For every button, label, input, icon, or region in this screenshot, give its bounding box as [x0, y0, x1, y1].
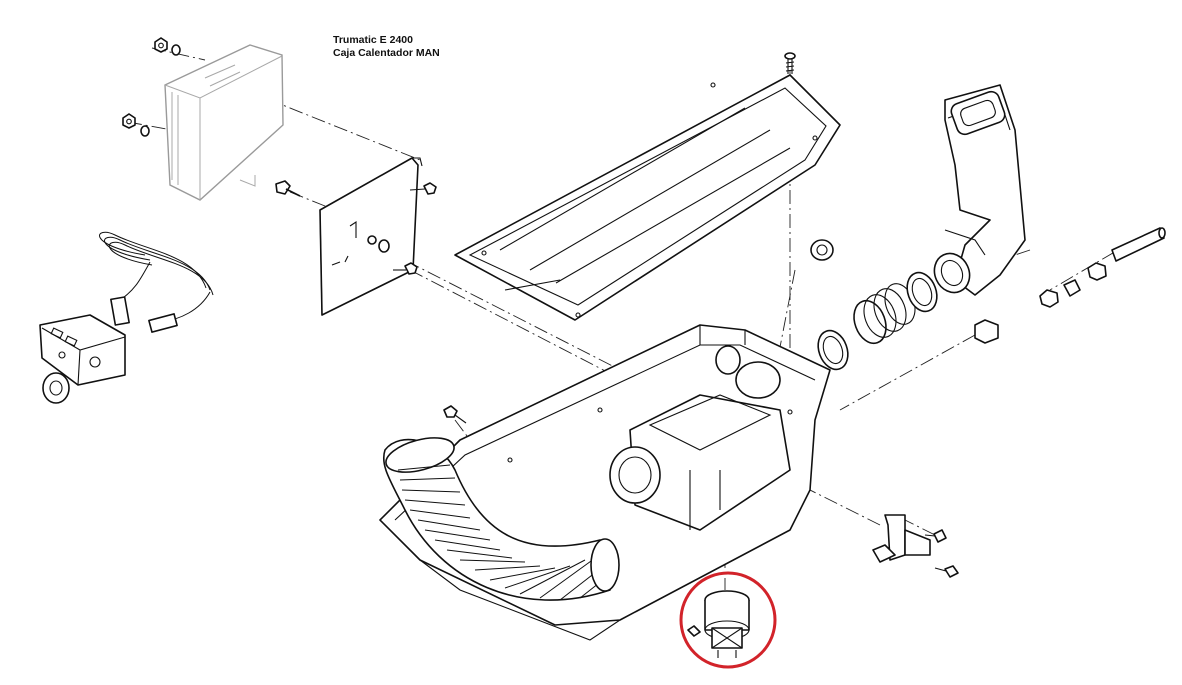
control-panel [39, 314, 126, 404]
mounting-bracket-plate [275, 157, 437, 316]
flexible-hose [382, 437, 620, 601]
exhaust-duct [933, 84, 1026, 296]
nuts-and-washers [122, 37, 181, 137]
outlet-bracket [872, 514, 959, 578]
drain-fitting [687, 590, 750, 658]
bellows-and-clamps [810, 239, 999, 371]
diagram-title-part: Caja Calentador MAN [333, 47, 440, 59]
wiring-harness [99, 231, 214, 333]
gas-fittings [1039, 227, 1166, 308]
duct-cover-plate [454, 74, 841, 321]
heater-unit-box [164, 44, 284, 201]
screw [784, 52, 796, 74]
diagram-title-model: Trumatic E 2400 [333, 34, 413, 46]
housing-screws [443, 405, 467, 424]
highlight-circle [679, 571, 777, 669]
